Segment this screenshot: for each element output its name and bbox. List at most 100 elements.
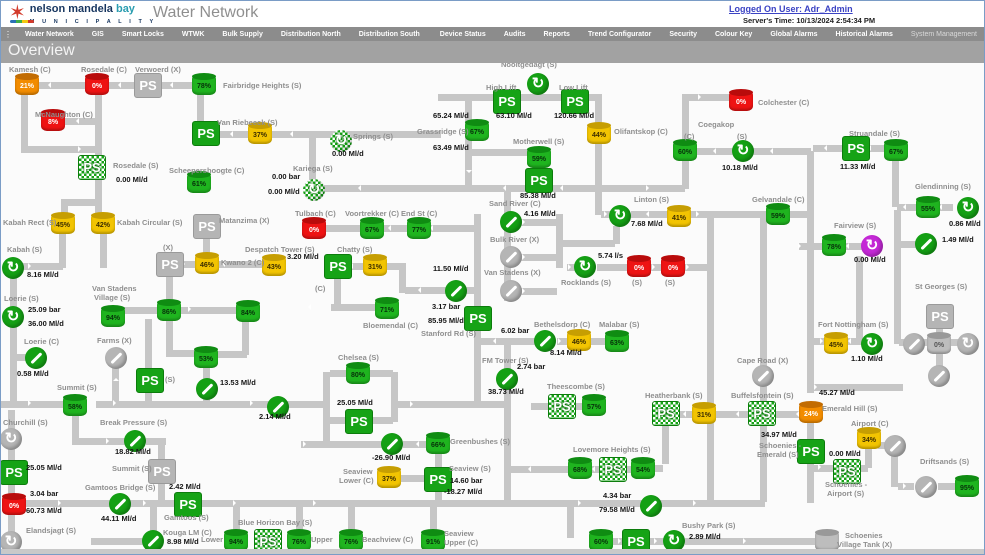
schoenies-village-tank[interactable]: [815, 529, 839, 551]
nooitgedagt-valve[interactable]: ↻: [527, 73, 549, 95]
menu-item-colour-key[interactable]: Colour Key: [714, 30, 753, 38]
kwano-x-ps[interactable]: PS: [156, 252, 184, 277]
menu-item-bulk-supply[interactable]: Bulk Supply: [222, 30, 263, 38]
glendinning-tank[interactable]: 55%: [916, 196, 940, 218]
despatch-ps[interactable]: PS: [324, 254, 352, 279]
chatty-line-meter[interactable]: [445, 280, 467, 302]
rocklands-tank-1[interactable]: 0%: [627, 255, 651, 277]
fort-nottingham-tank[interactable]: 45%: [824, 332, 848, 354]
menu-item-security[interactable]: Security: [669, 30, 697, 38]
glendinning-line-meter[interactable]: [915, 233, 937, 255]
fm-tower-meter[interactable]: [496, 368, 518, 390]
motherwell-tank[interactable]: 59%: [527, 146, 551, 168]
heatherbank-tank[interactable]: 31%: [692, 402, 716, 424]
low-lift-ps[interactable]: PS: [561, 89, 589, 114]
menu-item-device-status[interactable]: Device Status: [439, 30, 486, 38]
menu-item-reports[interactable]: Reports: [543, 30, 570, 38]
farms-meter[interactable]: [105, 347, 127, 369]
logged-on-user-link[interactable]: Logged On User: Adr_Admin: [729, 4, 853, 14]
chelsea-tank[interactable]: 80%: [346, 362, 370, 384]
linton-tank[interactable]: 41%: [667, 205, 691, 227]
summit-line-meter[interactable]: [267, 396, 289, 418]
motherwell-ps[interactable]: PS: [525, 168, 553, 193]
rosedale-s-ps[interactable]: PS: [78, 155, 106, 180]
fort-nottingham-valve[interactable]: ↻: [861, 333, 883, 355]
menu-item-historical-alarms[interactable]: Historical Alarms: [835, 30, 893, 38]
fairbridge-heights-tank[interactable]: 78%: [192, 73, 216, 95]
van-stadens-s-ps[interactable]: PS: [136, 368, 164, 393]
sand-river-meter[interactable]: [500, 211, 522, 233]
greenbushes-tank[interactable]: 66%: [426, 432, 450, 454]
emerald-hill-tank[interactable]: 24%: [799, 401, 823, 423]
driftsands-tank[interactable]: 95%: [955, 475, 979, 497]
heatherbank-ps[interactable]: PS: [652, 401, 680, 426]
greenbushes-meter[interactable]: [381, 433, 403, 455]
airport-tank[interactable]: 34%: [857, 427, 881, 449]
coegakop-tank[interactable]: 60%: [673, 139, 697, 161]
bloemendal-tank[interactable]: 71%: [375, 297, 399, 319]
van-stadens-meter[interactable]: [500, 280, 522, 302]
beachview-tank[interactable]: 76%: [339, 529, 363, 551]
blue-horizon-upper-tank[interactable]: 76%: [287, 529, 311, 551]
kouga-lm-meter[interactable]: [142, 530, 164, 552]
menu-item-wtwk[interactable]: WTWK: [181, 30, 205, 38]
st-georges-valve[interactable]: ↻: [957, 333, 979, 355]
schoenies-line-meter[interactable]: [640, 495, 662, 517]
gelvandale-tank[interactable]: 59%: [766, 203, 790, 225]
lovemore-tank-2[interactable]: 54%: [631, 457, 655, 479]
churchill-valve[interactable]: ↻: [1, 428, 22, 450]
churchill-ps[interactable]: PS: [1, 460, 28, 485]
seaview-ps[interactable]: PS: [424, 467, 452, 492]
kabah-circular-tank[interactable]: 42%: [91, 212, 115, 234]
menu-item-global-alarms[interactable]: Global Alarms: [770, 30, 818, 38]
menu-item-distribution-south[interactable]: Distribution South: [358, 30, 420, 38]
mcnaughton-tank[interactable]: 8%: [41, 109, 65, 131]
chelsea-ps[interactable]: PS: [345, 409, 373, 434]
olifantskop-tank[interactable]: 44%: [587, 122, 611, 144]
driftsands-meter[interactable]: [915, 476, 937, 498]
bethelsdorp-tank[interactable]: 46%: [567, 329, 591, 351]
scheepershoogte-tank[interactable]: 61%: [187, 171, 211, 193]
st-georges-ps[interactable]: PS: [926, 304, 954, 329]
buffelsfontein-ps[interactable]: PS: [748, 401, 776, 426]
summit-tank[interactable]: 58%: [63, 394, 87, 416]
rosedale-c-tank[interactable]: 0%: [85, 73, 109, 95]
menu-item-smart-locks[interactable]: Smart Locks: [121, 30, 164, 38]
lovemore-tank-1[interactable]: 68%: [568, 457, 592, 479]
fairview-valve[interactable]: ↻: [861, 235, 883, 257]
elandsjagt-valve[interactable]: ↻: [1, 531, 22, 553]
lovemore-heights-ps[interactable]: PS: [599, 457, 627, 482]
van-riebeeck-ps[interactable]: PS: [192, 121, 220, 146]
stanford-rd-ps[interactable]: PS: [464, 306, 492, 331]
seaview-upper-tank[interactable]: 91%: [421, 529, 445, 551]
tulbach-tank[interactable]: 0%: [302, 217, 326, 239]
rocklands-valve[interactable]: ↻: [574, 256, 596, 278]
loerie-c-meter[interactable]: [25, 347, 47, 369]
gamtoos-bridge-meter[interactable]: [109, 493, 131, 515]
linton-valve[interactable]: ↻: [609, 205, 631, 227]
glendinning-valve[interactable]: ↻: [957, 197, 979, 219]
schoenies-emerald-ps[interactable]: PS: [797, 439, 825, 464]
theescombe-ps[interactable]: PS: [548, 394, 576, 419]
menu-item-distribution-north[interactable]: Distribution North: [280, 30, 341, 38]
van-riebeeck-tank[interactable]: 37%: [248, 122, 272, 144]
voortrekker-tank[interactable]: 67%: [360, 217, 384, 239]
kwano-4-meter[interactable]: [196, 378, 218, 400]
menu-item-gis[interactable]: GIS: [91, 30, 104, 38]
struandale-tank[interactable]: 67%: [884, 139, 908, 161]
cape-road-meter[interactable]: [752, 365, 774, 387]
bushy-park-valve[interactable]: ↻: [663, 530, 685, 552]
kabah-rect-tank[interactable]: 45%: [51, 212, 75, 234]
st-georges-meter-2[interactable]: [928, 365, 950, 387]
gamtoos-ps[interactable]: PS: [174, 492, 202, 517]
st-georges-meter-1[interactable]: [903, 333, 925, 355]
menu-item-system-management[interactable]: System Management: [910, 30, 977, 38]
churchill-tank[interactable]: 0%: [2, 493, 26, 515]
colchester-tank[interactable]: 0%: [729, 89, 753, 111]
end-st-tank[interactable]: 77%: [407, 217, 431, 239]
break-pressure-meter[interactable]: [124, 430, 146, 452]
despatch-tower-tank[interactable]: 43%: [262, 254, 286, 276]
airport-line-meter[interactable]: [884, 435, 906, 457]
kabah-valve[interactable]: ↻: [2, 257, 24, 279]
kwano-2-tank[interactable]: 46%: [195, 252, 219, 274]
